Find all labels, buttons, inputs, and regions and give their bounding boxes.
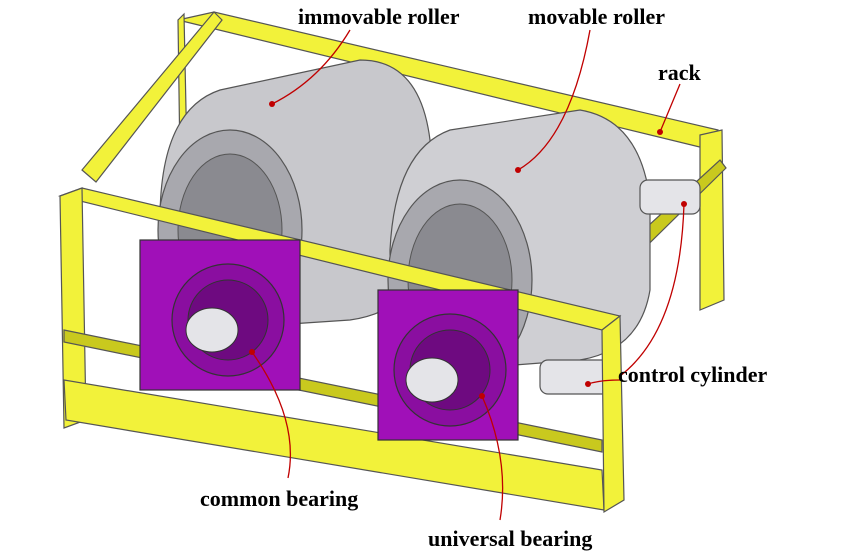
label-control-cylinder: control cylinder [618,362,768,387]
leader-universal [481,395,504,521]
leader-common [251,351,291,479]
universal-bearing-shape [377,289,519,441]
leader-movable [517,29,591,171]
leader-rack [659,83,681,133]
label-universal-bearing: universal bearing [428,526,593,551]
leader-immovable [271,29,351,105]
control-cylinder-shapes [539,179,701,395]
leader-lines [251,29,685,521]
leader-dots [249,101,687,399]
common-bearing-shape [139,239,301,391]
label-movable-roller: movable roller [528,4,666,29]
label-common-bearing: common bearing [200,486,359,511]
label-rack: rack [658,60,701,85]
leader-control-top [619,203,685,377]
label-immovable-roller: immovable roller [298,4,460,29]
